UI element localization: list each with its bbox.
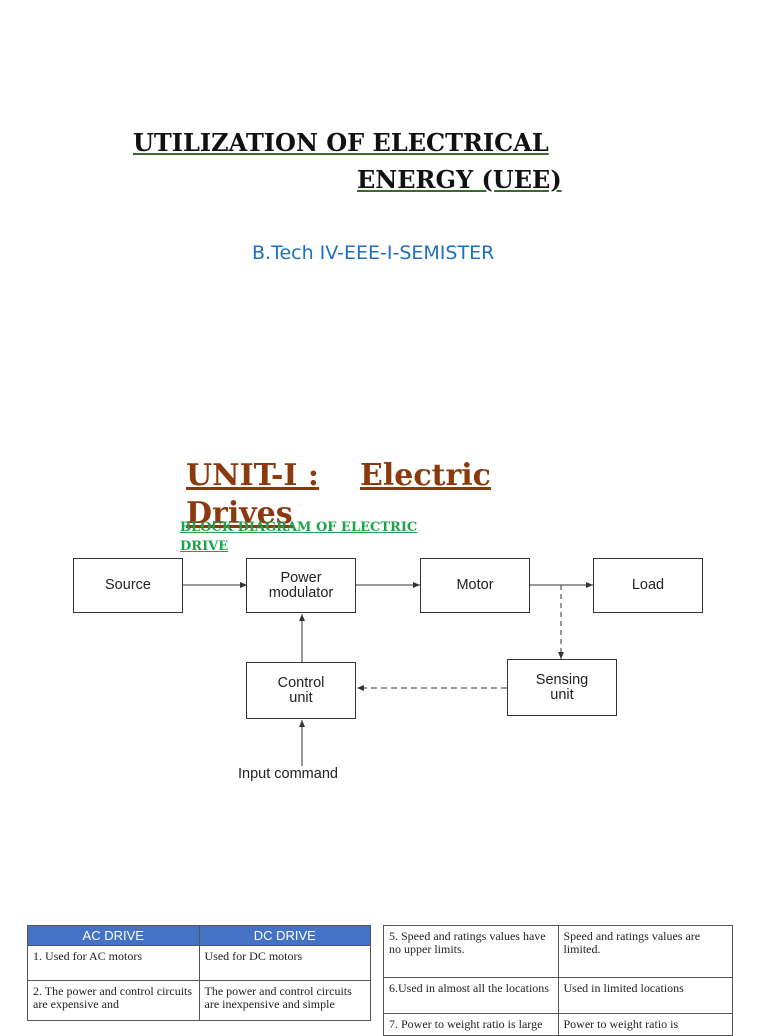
control-unit-block: Control unit: [246, 662, 356, 719]
power-modulator-label-2: modulator: [268, 584, 334, 601]
power-modulator-label-1: Power: [280, 569, 322, 586]
input-command-label: Input command: [238, 766, 338, 782]
header-dc-drive: DC DRIVE: [198, 925, 371, 946]
cell-dc: The power and control circuits are inexp…: [198, 980, 371, 1021]
ac-dc-comparison-table-continued: 5. Speed and ratings values have no uppe…: [383, 925, 733, 1036]
cell-dc: Power to weight ratio is: [557, 1013, 733, 1036]
block-diagram: [183, 582, 593, 766]
unit-topic-continued: Drives: [186, 496, 293, 531]
cell-ac: 6.Used in almost all the locations: [383, 977, 559, 1014]
control-unit-label-1: Control: [277, 674, 325, 691]
motor-label: Motor: [456, 577, 494, 593]
cell-dc: Used for DC motors: [198, 945, 371, 981]
section-heading-line-2: DRIVE: [180, 539, 229, 554]
cell-ac: 2. The power and control circuits are ex…: [27, 980, 200, 1021]
ac-dc-comparison-table: AC DRIVE DC DRIVE 1. Used for AC motors …: [27, 925, 371, 1021]
title-line-2: ENERGY (UEE): [357, 165, 562, 194]
unit-topic: Electric: [360, 458, 491, 493]
load-block: Load: [593, 558, 703, 613]
sensing-unit-block: Sensing unit: [507, 659, 617, 716]
table-row: 6.Used in almost all the locations Used …: [383, 977, 733, 1014]
subtitle: B.Tech IV-EEE-I-SEMISTER: [252, 242, 495, 264]
title-line-1: UTILIZATION OF ELECTRICAL: [133, 128, 549, 157]
diagram-connectors: [183, 582, 593, 766]
unit-label: UNIT-I :: [186, 458, 319, 493]
power-modulator-block: Power modulator: [246, 558, 356, 613]
source-block: Source: [73, 558, 183, 613]
section-heading-line-1: BLOCK DIAGRAM OF ELECTRIC: [180, 520, 418, 535]
motor-block: Motor: [420, 558, 530, 613]
cell-ac: 5. Speed and ratings values have no uppe…: [383, 925, 559, 978]
header-ac-drive: AC DRIVE: [27, 925, 200, 946]
sensing-unit-label-1: Sensing: [535, 671, 589, 688]
control-unit-label-2: unit: [289, 689, 313, 706]
source-label: Source: [105, 577, 151, 593]
table-row: 7. Power to weight ratio is large Power …: [383, 1013, 733, 1036]
cell-ac: 1. Used for AC motors: [27, 945, 200, 981]
table-row: 2. The power and control circuits are ex…: [27, 980, 371, 1021]
cell-dc: Used in limited locations: [557, 977, 733, 1014]
sensing-unit-label-2: unit: [550, 686, 574, 703]
cell-dc: Speed and ratings values are limited.: [557, 925, 733, 978]
load-label: Load: [631, 577, 665, 593]
table-row: 5. Speed and ratings values have no uppe…: [383, 925, 733, 978]
cell-ac: 7. Power to weight ratio is large: [383, 1013, 559, 1036]
table-row: 1. Used for AC motors Used for DC motors: [27, 945, 371, 981]
table-header-row: AC DRIVE DC DRIVE: [27, 925, 371, 946]
